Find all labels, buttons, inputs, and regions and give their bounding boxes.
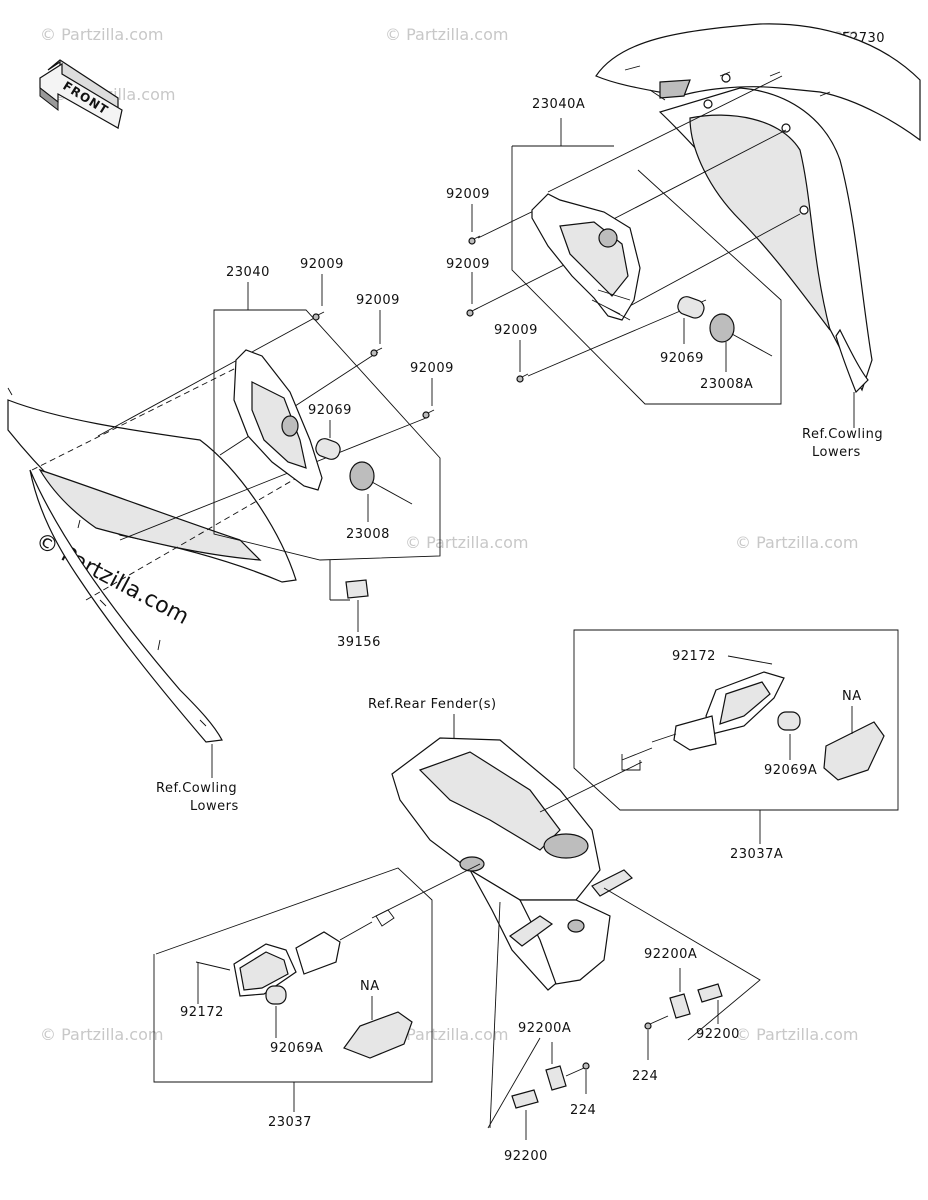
socket-icon — [349, 461, 413, 522]
bulb-icon — [265, 985, 287, 1005]
socket-icon — [709, 313, 773, 372]
screw-icon — [516, 373, 529, 383]
watermark: © Partzilla.com — [735, 1025, 858, 1044]
screw-icon — [468, 235, 481, 245]
bulb-icon — [677, 296, 705, 344]
part-label: 23037A — [730, 847, 783, 862]
bracket-group-right: 92200A 224 92200 — [632, 947, 740, 1084]
part-label: 23037 — [268, 1115, 312, 1130]
part-label: 92200A — [644, 947, 697, 962]
right-cowling — [595, 23, 921, 394]
part-label: 92009 — [300, 257, 344, 272]
part-label: 92200 — [504, 1149, 548, 1164]
part-label: 92009 — [410, 361, 454, 376]
group-23040: 23040 92009 92009 92009 92069 23008 3915… — [31, 257, 454, 650]
watermark: © Partzilla.com — [40, 1025, 163, 1044]
ref-label: Ref.Cowling — [802, 427, 883, 442]
part-label: 23008A — [700, 377, 753, 392]
screw-icon — [312, 311, 325, 321]
ref-label: Ref.Rear Fender(s) — [368, 697, 497, 712]
part-label: NA — [842, 689, 862, 704]
part-label: 92200 — [696, 1027, 740, 1042]
part-label: 92009 — [446, 257, 490, 272]
bulb-icon — [315, 420, 341, 460]
part-label: 92200A — [518, 1021, 571, 1036]
part-label: 39156 — [337, 635, 381, 650]
part-label: 92009 — [356, 293, 400, 308]
bracket-group-left: 92200A 224 92200 — [504, 1021, 596, 1164]
lens-icon — [343, 1011, 413, 1059]
rear-fender: Ref.Rear Fender(s) — [368, 697, 761, 1129]
screw-icon — [565, 1062, 590, 1077]
part-label: NA — [360, 979, 380, 994]
group-23040A: 23040A 92009 92009 92009 92069 23008A — [446, 75, 801, 405]
part-label: 224 — [570, 1103, 596, 1118]
part-label: 92069A — [764, 763, 817, 778]
part-label: 92172 — [180, 1005, 224, 1020]
group-23037: 92172 NA 92069A 23037 — [153, 863, 481, 1130]
screw-icon — [370, 347, 383, 357]
screw-icon — [644, 1015, 669, 1030]
part-label: 92069 — [308, 403, 352, 418]
part-label: 92009 — [446, 187, 490, 202]
part-label: 92172 — [672, 649, 716, 664]
part-label: 23040A — [532, 97, 585, 112]
watermark: © Partzilla.com — [405, 533, 528, 552]
screw-icon — [422, 409, 435, 419]
part-label: 23008 — [346, 527, 390, 542]
lens-icon — [823, 721, 885, 781]
ref-label: Lowers — [190, 799, 239, 814]
label-plate-icon — [345, 579, 369, 599]
part-label: 92069A — [270, 1041, 323, 1056]
watermark: © Partzilla.com — [385, 1025, 508, 1044]
part-label: 224 — [632, 1069, 658, 1084]
ref-label: Lowers — [812, 445, 861, 460]
watermark: © Partzilla.com — [735, 533, 858, 552]
part-label: 23040 — [226, 265, 270, 280]
screw-icon — [727, 655, 773, 665]
screw-icon — [195, 961, 231, 971]
front-arrow-icon: FRONT — [39, 59, 123, 130]
group-23037A: 92172 NA 92069A 23037A — [539, 629, 899, 862]
watermark: © Partzilla.com — [385, 25, 508, 44]
bulb-icon — [777, 711, 801, 731]
part-label: 92009 — [494, 323, 538, 338]
ref-label: Ref.Cowling — [156, 781, 237, 796]
screw-icon — [466, 307, 479, 317]
watermark: © Partzilla.com — [40, 25, 163, 44]
part-label: 92069 — [660, 351, 704, 366]
